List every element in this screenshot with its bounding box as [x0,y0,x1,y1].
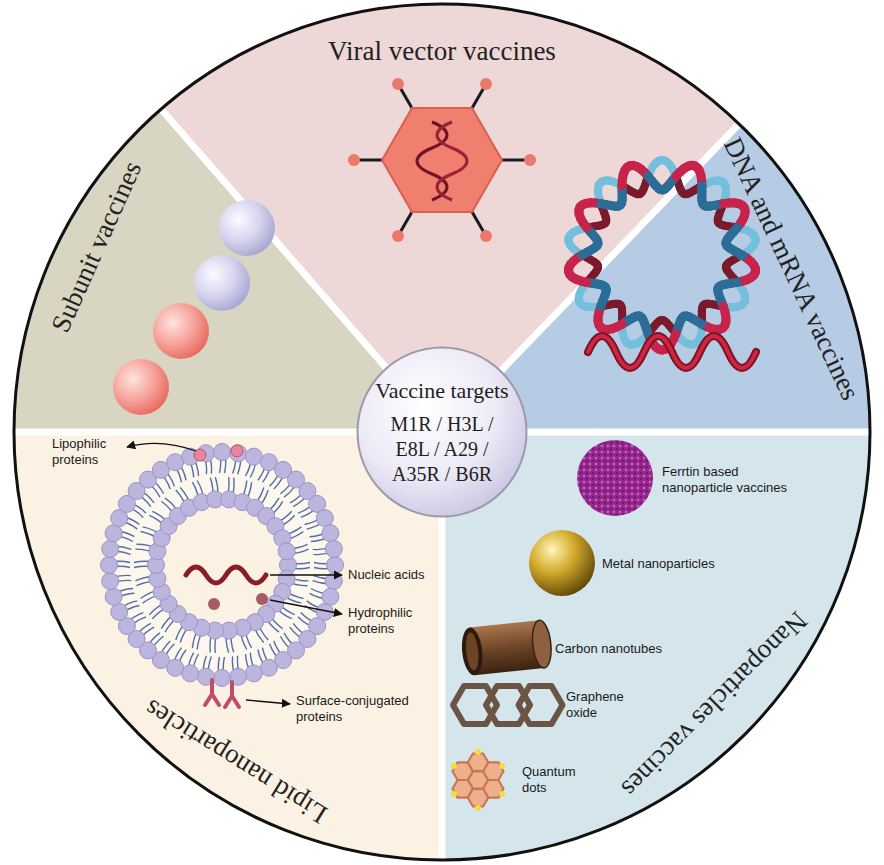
target-list: M1R / H3L / E8L / A29 / A35R / B6R [378,412,506,487]
quantum-dot-atom [475,749,481,755]
lipid-head [102,540,119,557]
lipid-head [105,525,122,542]
part-label: Nucleic acids [348,567,438,583]
sector-separators [14,109,870,860]
part-label: Quantum dots [522,764,594,795]
part-label: Metal nanoparticles [602,556,742,572]
part-label: Hydrophilic proteins [348,605,434,636]
outer-ring [14,4,870,860]
lipid-head [316,510,333,527]
ferritin-particle [577,440,653,516]
mrna-strand [588,336,756,368]
lipid-head [245,665,262,682]
quantum-dot-atom [451,791,457,797]
lipid-head [102,573,119,590]
carbon-nanotube [460,619,554,676]
lipid-head [325,540,342,557]
target-circle-outline [358,348,527,517]
quantum-dot-atom [499,763,505,769]
plasmid-dna [568,160,755,350]
lipid-head [182,665,199,682]
quantum-dot-atom [451,763,457,769]
lipid-head [101,557,118,574]
lipid-head [111,603,128,620]
liposome-cargo [186,445,268,707]
quantum-dot-atom [475,805,481,811]
lipid-head [327,557,344,574]
leader-lines [127,443,342,704]
lipid-head [105,588,122,605]
liposome [101,444,344,687]
lipid-head [214,444,231,461]
lipid-head [278,543,295,560]
graphene-oxide [453,686,563,724]
metal-nanoparticle [529,530,595,596]
part-label: Surface-conjugated proteins [296,693,428,724]
lipid-head [322,525,339,542]
quantum-dot-atom [499,791,505,797]
quantum-dot-atoms [451,749,505,811]
lipid-head [245,448,262,465]
lipid-head [322,588,339,605]
subunit-chain [113,200,275,415]
liposome-core [110,453,334,677]
target-circle: Vaccine targetsM1R / H3L / E8L / A29 / A… [356,346,528,518]
sector-title-text: Viral vector vaccines [328,37,556,67]
liposome-lumen [160,503,284,627]
lipid-sector [14,432,442,860]
dna-segment [737,252,743,255]
sector-title: Viral vector vaccines [328,37,556,67]
viral-capsid [348,78,536,242]
lipid-head [214,670,231,687]
part-label: Graphene oxide [566,689,638,720]
part-label: Lipophilic proteins [52,436,128,467]
sector-grounds [14,4,870,860]
part-label: Carbon nanotubes [555,641,685,657]
quantum-dot [453,753,504,806]
lipid-head [260,659,277,676]
nano-sector [442,432,870,860]
lipid-head [167,454,184,471]
lipid-head [230,445,247,462]
center-heading: Vaccine targets [375,377,508,405]
part-label: Ferrtin based nanoparticle vaccines [662,464,808,495]
